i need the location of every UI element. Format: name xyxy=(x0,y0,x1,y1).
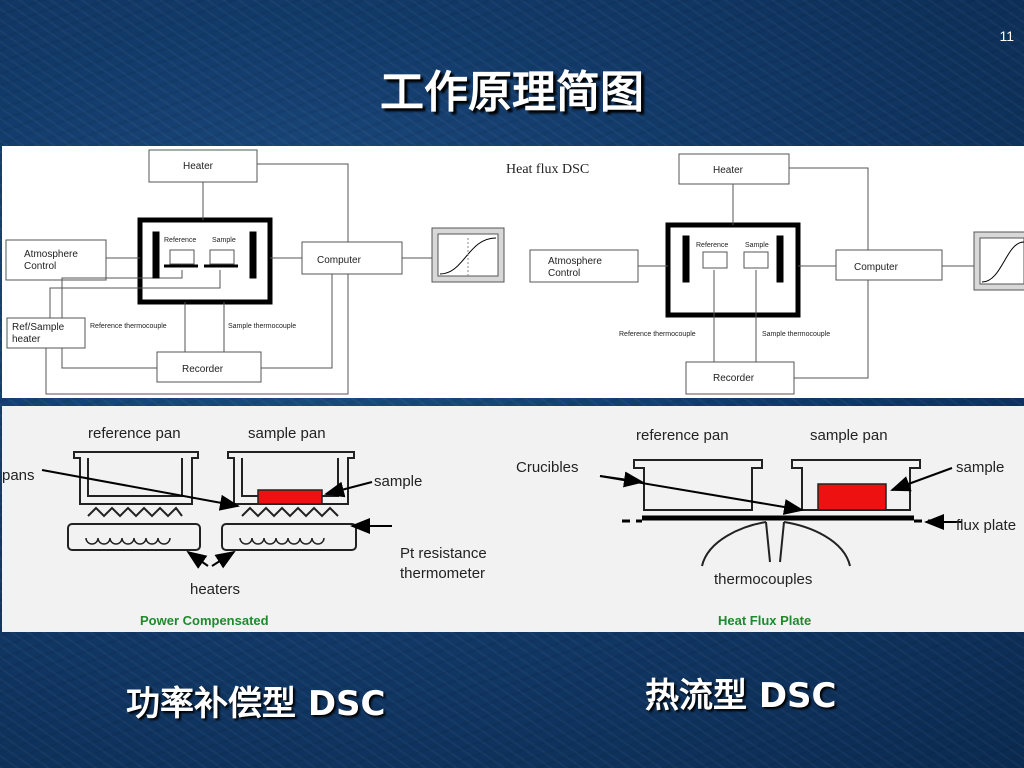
heaters-arrow xyxy=(211,550,236,569)
sample-label: sample xyxy=(374,473,422,490)
sample-heater-zigzag xyxy=(241,506,339,518)
line xyxy=(789,167,869,250)
atmosphere-label: Atmosphere xyxy=(548,256,602,267)
line xyxy=(61,348,157,369)
thermocouple-curve-right xyxy=(783,521,851,567)
heater-label: Heater xyxy=(183,161,214,172)
line xyxy=(61,270,183,318)
atmosphere-label: Control xyxy=(24,261,56,272)
sample-coil xyxy=(239,537,325,545)
reference-holder xyxy=(73,451,199,505)
sample-block xyxy=(257,489,323,505)
line xyxy=(261,274,333,369)
reference-thermocouple-label: Reference thermocouple xyxy=(90,323,167,330)
reference-label: Reference xyxy=(164,237,196,244)
sample-block xyxy=(817,483,887,511)
crucibles-label: Crucibles xyxy=(516,459,579,476)
reference-crucible xyxy=(633,459,763,511)
sample-pan-box xyxy=(743,251,769,269)
crucibles-arrow xyxy=(599,471,644,488)
power-compensated-dsc-caption: 功率补偿型 DSC xyxy=(126,684,386,724)
output-chart-curve xyxy=(981,241,1024,283)
reference-pan xyxy=(87,458,183,497)
line xyxy=(257,163,349,242)
furnace-box xyxy=(137,217,273,305)
reference-heater-zigzag xyxy=(87,506,183,518)
sample-holder xyxy=(227,451,355,505)
pt-resistance-label: thermometer xyxy=(400,565,485,582)
left-heater-bar xyxy=(152,231,160,279)
right-heater-bar xyxy=(776,235,784,283)
cell-cross-sections-svg: reference pan sample pan pans sample Pt … xyxy=(2,425,1016,628)
sample-thermocouple-label: Sample thermocouple xyxy=(762,331,830,338)
thermocouple-curve-left xyxy=(701,521,767,567)
sample-pan-box xyxy=(209,249,235,265)
sample-label: sample xyxy=(956,459,1004,476)
thermocouples-label: thermocouples xyxy=(714,571,812,588)
output-chart-curve xyxy=(439,237,497,275)
pans-label: pans xyxy=(2,467,35,484)
atmosphere-box xyxy=(529,249,639,283)
heat-flux-dsc-caption: 热流型 DSC xyxy=(645,676,837,716)
left-heater-bar xyxy=(682,235,690,283)
reference-base xyxy=(67,523,201,551)
ref-sample-heater-box xyxy=(6,317,86,349)
sample-label: Sample xyxy=(212,237,236,244)
atmosphere-label: Control xyxy=(548,268,580,279)
block-diagrams-svg: Heater Atmosphere Control Reference Samp… xyxy=(5,149,1024,395)
heater-box xyxy=(148,149,258,183)
pt-resistance-label: Pt resistance xyxy=(400,545,487,562)
recorder-label: Recorder xyxy=(182,364,224,375)
output-chart-plot xyxy=(979,237,1024,285)
thermocouple-stem-right xyxy=(779,521,785,563)
ref-sample-heater-label: heater xyxy=(12,334,41,345)
line xyxy=(794,280,869,379)
flux-plate-label: flux plate xyxy=(956,517,1016,534)
sample-arrow xyxy=(324,481,373,498)
sample-base xyxy=(221,523,357,551)
sample-arrow xyxy=(890,467,953,492)
atmosphere-label: Atmosphere xyxy=(24,249,78,260)
sample-pan-label: sample pan xyxy=(248,425,326,442)
page-number: 11 xyxy=(999,28,1014,44)
computer-box xyxy=(301,241,403,275)
line xyxy=(49,270,221,318)
reference-thermocouple-label: Reference thermocouple xyxy=(619,331,696,338)
computer-label: Computer xyxy=(854,262,899,273)
recorder-box xyxy=(685,361,795,395)
pans-arrow xyxy=(41,469,240,511)
reference-pan-label: reference pan xyxy=(636,427,729,444)
cell-cross-sections-panel: reference pan sample pan pans sample Pt … xyxy=(2,406,1024,632)
line xyxy=(45,274,349,395)
atmosphere-box xyxy=(5,239,107,281)
heaters-arrow xyxy=(186,550,209,569)
computer-label: Computer xyxy=(317,255,362,266)
recorder-label: Recorder xyxy=(713,373,755,384)
block-diagrams-panel: Heater Atmosphere Control Reference Samp… xyxy=(2,146,1024,398)
sample-thermocouple-label: Sample thermocouple xyxy=(228,323,296,330)
sample-label: Sample xyxy=(745,242,769,249)
heat-flux-dsc-label: Heat flux DSC xyxy=(506,162,589,177)
thermocouple-stem-left xyxy=(765,521,771,563)
right-heater-bar xyxy=(249,231,257,279)
heater-box xyxy=(678,153,790,185)
slide-title: 工作原理简图 xyxy=(380,67,644,118)
ref-sample-heater-label: Ref/Sample xyxy=(12,322,65,333)
reference-coil xyxy=(85,537,171,545)
reference-label: Reference xyxy=(696,242,728,249)
heaters-label: heaters xyxy=(190,581,240,598)
sample-crucible xyxy=(791,459,921,511)
heater-label: Heater xyxy=(713,165,744,176)
heat-flux-plate-caption: Heat Flux Plate xyxy=(718,613,811,628)
recorder-box xyxy=(156,351,262,383)
reference-pan-label: reference pan xyxy=(88,425,181,442)
power-compensated-caption: Power Compensated xyxy=(140,613,269,628)
reference-pan-box xyxy=(169,249,195,265)
sample-pan-label: sample pan xyxy=(810,427,888,444)
computer-box xyxy=(835,249,943,281)
reference-pan-box xyxy=(702,251,728,269)
